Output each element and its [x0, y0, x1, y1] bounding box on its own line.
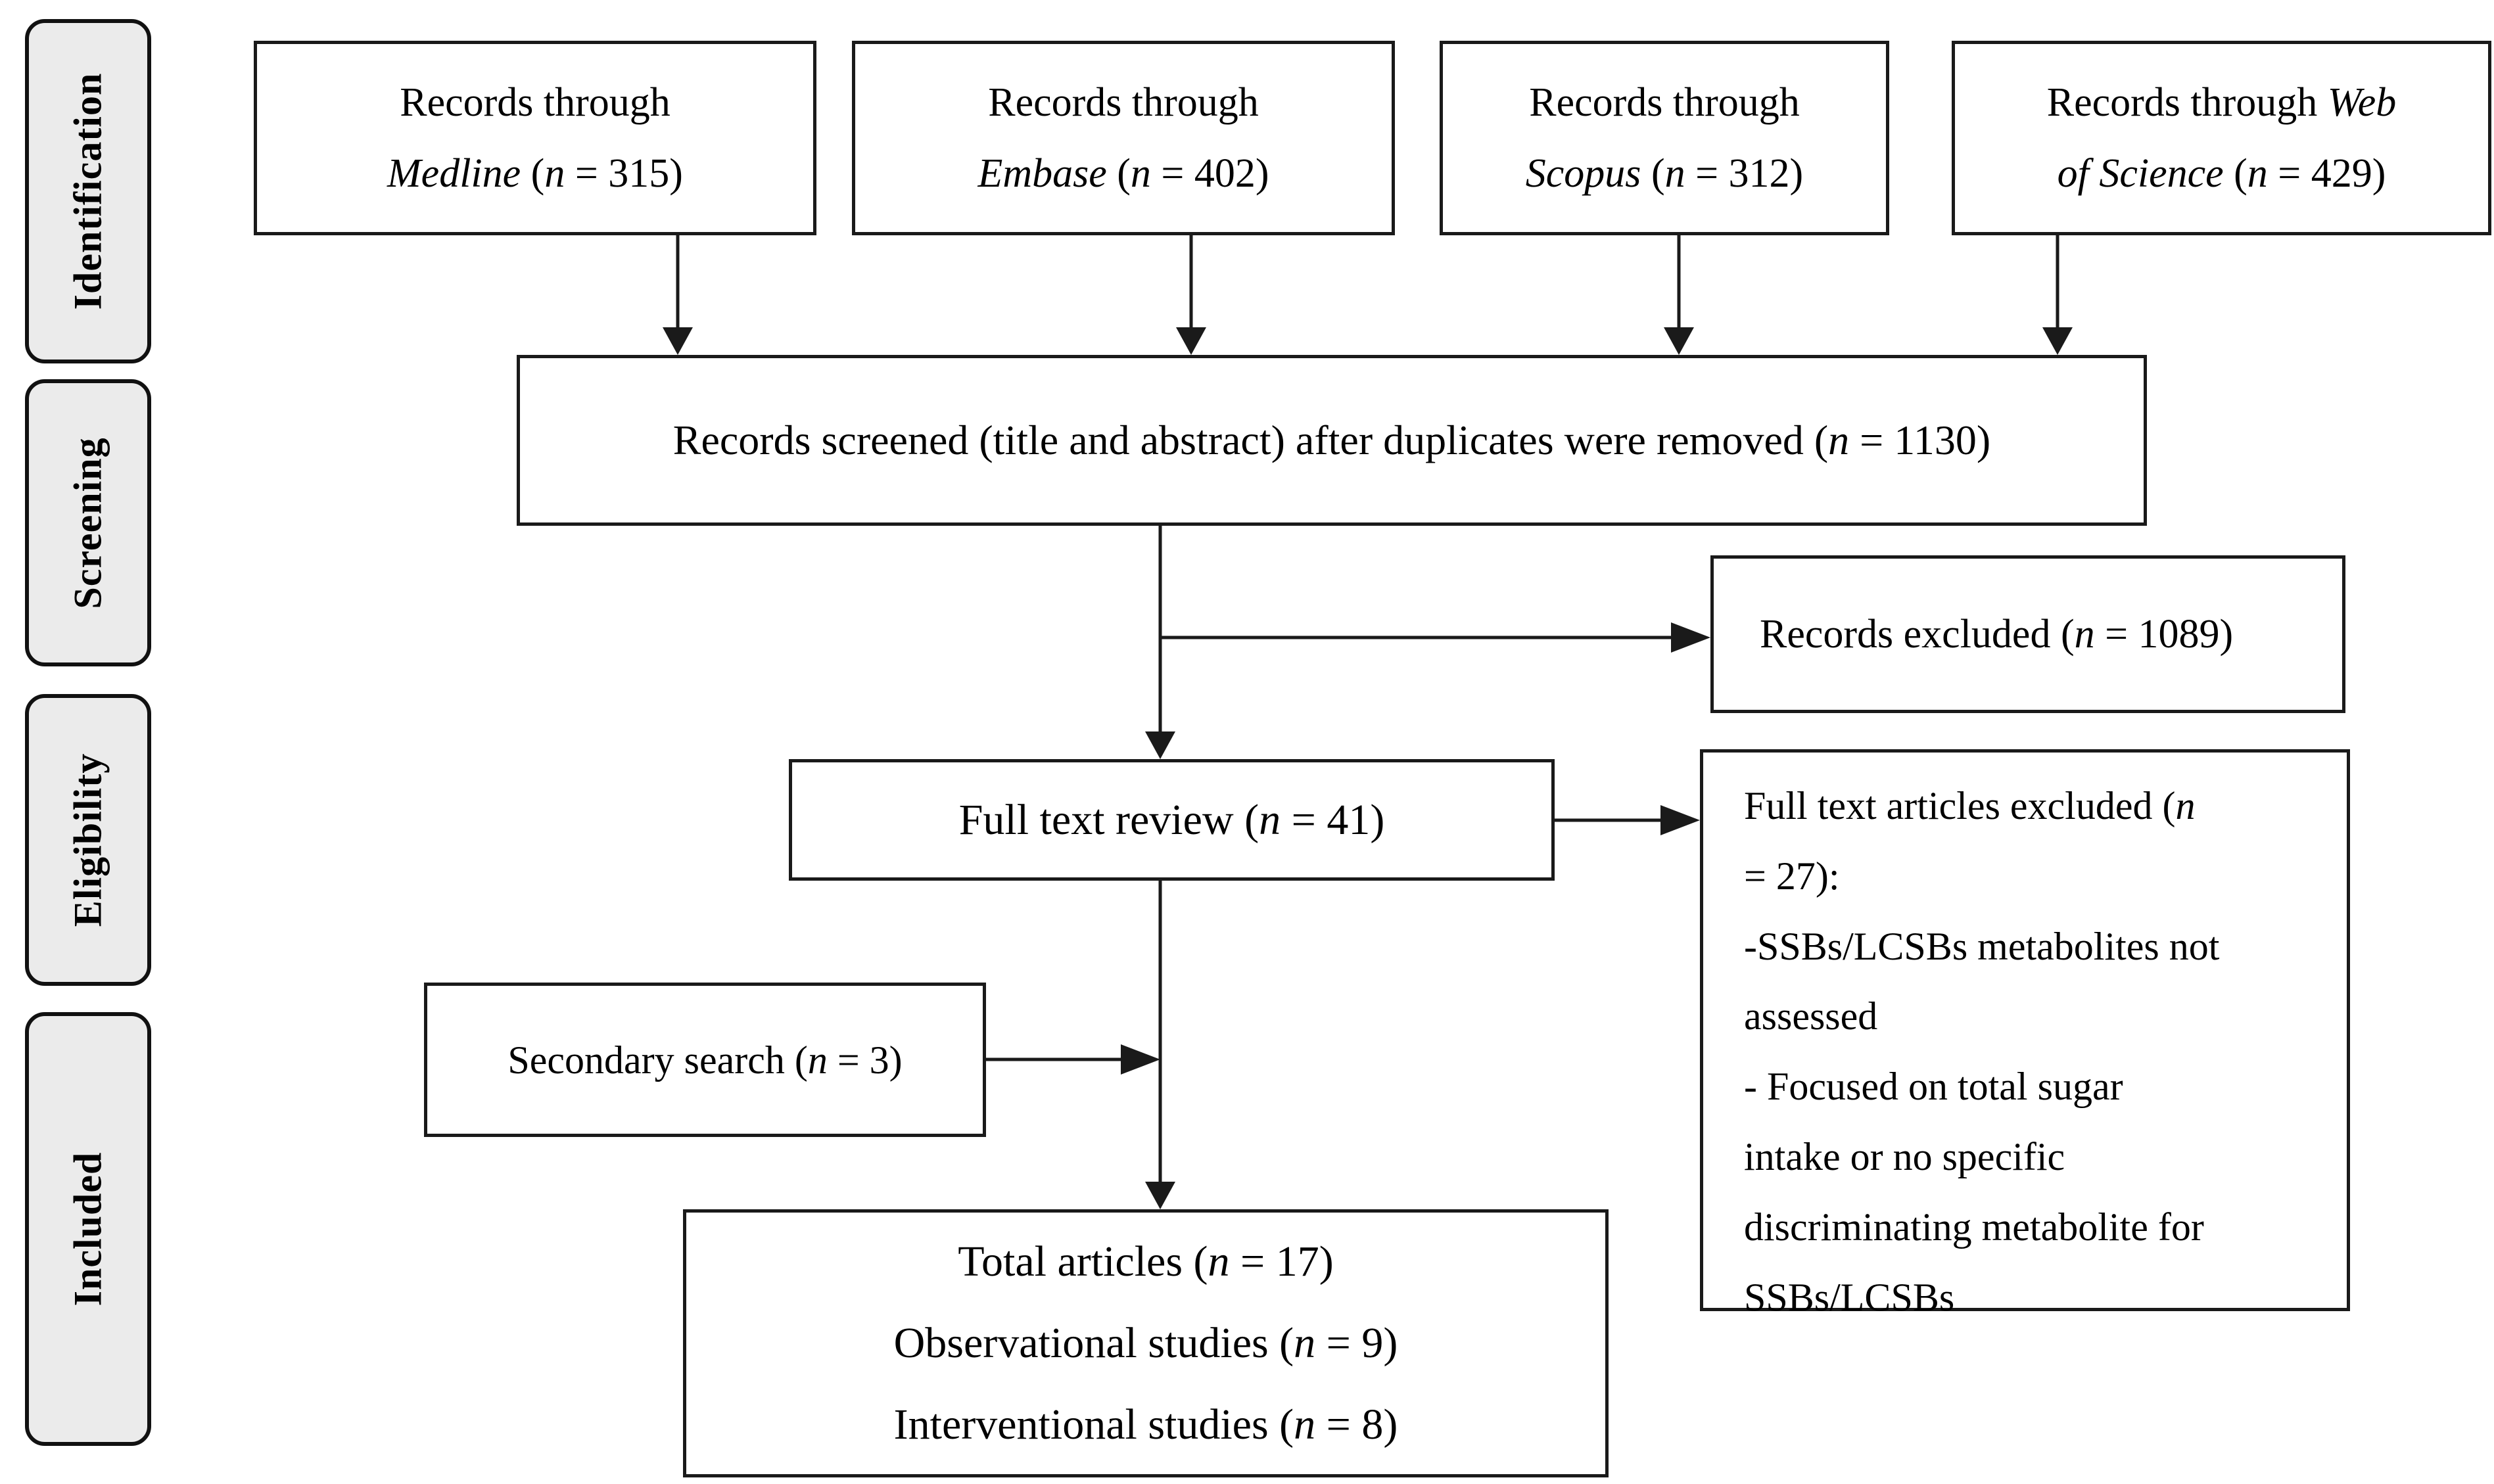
box-full-text-excluded: Full text articles excluded (n= 27):-SSB… — [1700, 749, 2350, 1319]
box-records-screened: Records screened (title and abstract) af… — [517, 355, 2147, 526]
box-full-text-review: Full text review (n = 41) — [789, 759, 1555, 881]
stage-screening-label: Screening — [66, 436, 110, 609]
stage-included-label: Included — [66, 1151, 110, 1307]
arrowhead-screened-to-fulltext — [1145, 731, 1175, 759]
box-records-excluded-text: Records excluded (n = 1089) — [1760, 611, 2234, 657]
arrowhead-webofscience-to-screened — [2042, 327, 2073, 355]
box-full-text-review-text: Full text review (n = 41) — [958, 795, 1385, 844]
arrowhead-fulltext-excluded — [1660, 805, 1700, 835]
arrowhead-scopus-to-screened — [1664, 327, 1694, 355]
arrowhead-embase-to-screened — [1176, 327, 1206, 355]
arrowhead-records-excluded — [1671, 622, 1710, 653]
box-total-articles: Total articles (n = 17)Observational stu… — [683, 1209, 1609, 1477]
stage-included: Included — [25, 1012, 151, 1446]
stage-eligibility: Eligibility — [25, 694, 151, 986]
stage-eligibility-label: Eligibility — [66, 753, 110, 927]
stage-identification-label: Identification — [66, 72, 110, 310]
arrowhead-total — [1145, 1182, 1175, 1209]
stage-screening: Screening — [25, 379, 151, 666]
box-records-screened-text: Records screened (title and abstract) af… — [672, 416, 1991, 463]
box-full-text-excluded-text: Full text articles excluded (n= 27):-SSB… — [1744, 784, 2220, 1319]
box-total-articles-text: Total articles (n = 17)Observational stu… — [893, 1237, 1398, 1449]
box-secondary-search: Secondary search (n = 3) — [424, 983, 986, 1137]
stage-identification: Identification — [25, 19, 151, 363]
arrowhead-secondary — [1121, 1044, 1160, 1075]
box-secondary-search-text: Secondary search (n = 3) — [507, 1038, 903, 1082]
box-records-excluded: Records excluded (n = 1089) — [1710, 555, 2345, 713]
arrowhead-medline-to-screened — [663, 327, 693, 355]
